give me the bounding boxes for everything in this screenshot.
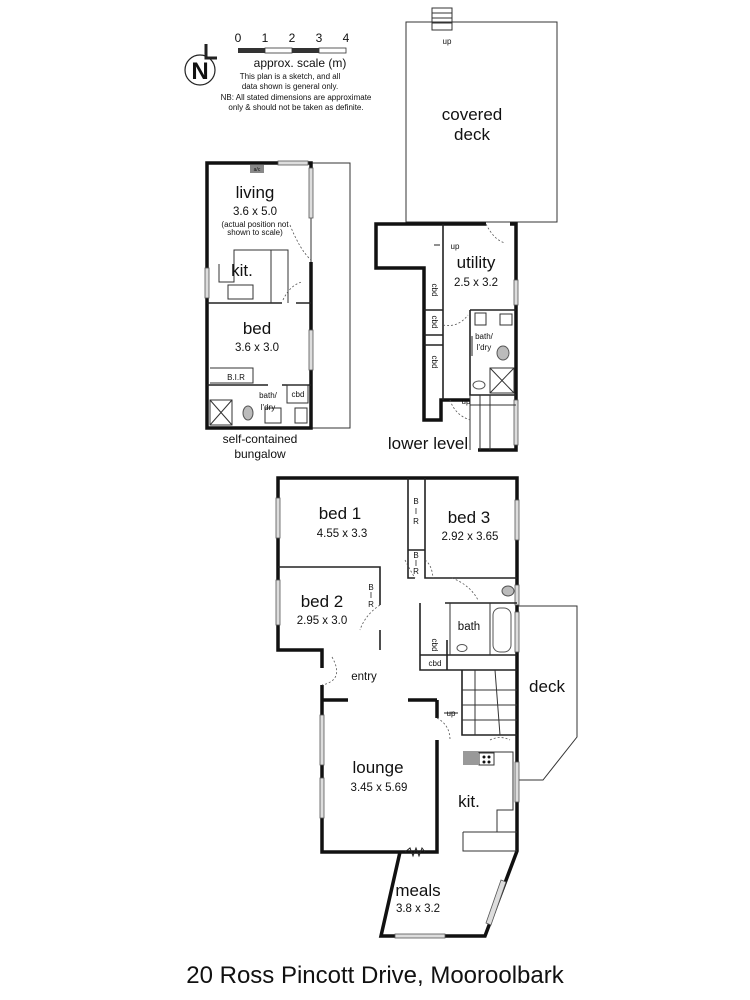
room-label-living: living: [236, 183, 275, 202]
lower-level-plan: up covered deck up up utility 2.5 x 3.2 …: [374, 7, 558, 453]
svg-text:R: R: [368, 600, 374, 609]
room-label-bath: l'dry: [261, 403, 275, 412]
north-arrow-icon: N: [184, 44, 217, 86]
room-label-entry: entry: [351, 671, 377, 683]
cbd-label: cbd: [430, 284, 439, 297]
up-label: up: [447, 709, 456, 718]
bir-label: B I R B I R B I R: [368, 497, 419, 609]
room-label-bath: bath: [458, 621, 480, 633]
room-dim-bed2: 2.95 x 3.0: [297, 615, 348, 627]
room-label-kitchen: kit.: [458, 792, 480, 811]
room-label-lounge: lounge: [352, 758, 403, 777]
scale-tick: 1: [262, 31, 269, 45]
room-dim-living: 3.6 x 5.0: [233, 206, 277, 218]
svg-text:I: I: [415, 507, 417, 516]
room-label-kitchen: kit.: [231, 261, 253, 280]
north-label: N: [191, 58, 208, 85]
room-label-deck: deck: [529, 677, 565, 696]
scale-bar: 0 1 2 3 4 approx. scale (m) This plan is…: [221, 31, 372, 112]
cbd-label: cbd: [292, 390, 305, 399]
svg-text:I: I: [370, 591, 372, 600]
svg-text:R: R: [413, 517, 419, 526]
room-label-meals: meals: [395, 881, 440, 900]
room-dim-bed: 3.6 x 3.0: [235, 342, 279, 354]
cbd-label: cbd: [430, 639, 439, 652]
plan-note: only & should not be taken as definite.: [228, 103, 363, 112]
scale-tick: 2: [289, 31, 296, 45]
room-label-bath: bath/: [259, 391, 278, 400]
cbd-label: cbd: [429, 659, 442, 668]
room-label-bed3: bed 3: [448, 508, 491, 527]
scale-label: approx. scale (m): [254, 56, 347, 70]
plan-title: 20 Ross Pincott Drive, Mooroolbark: [186, 962, 564, 989]
room-dim-meals: 3.8 x 3.2: [396, 903, 440, 915]
room-dim-bed3: 2.92 x 3.65: [442, 531, 499, 543]
main-level-plan: bed 1 4.55 x 3.3 bed 3 2.92 x 3.65 bed 2…: [275, 476, 578, 939]
bungalow-plan: a/c living 3.6 x 5.0 (actual position no…: [204, 160, 351, 461]
up-label: up: [451, 242, 460, 251]
bungalow-caption: bungalow: [234, 447, 286, 461]
scale-tick: 0: [235, 31, 242, 45]
plan-note: data shown is general only.: [242, 82, 338, 91]
room-label-bath: bath/: [475, 332, 494, 341]
room-dim-lounge: 3.45 x 5.69: [351, 782, 408, 794]
svg-text:B: B: [368, 583, 373, 592]
room-label-utility: utility: [457, 253, 496, 272]
svg-text:B: B: [413, 551, 418, 560]
room-label-bed: bed: [243, 319, 271, 338]
lower-level-caption: lower level: [388, 434, 468, 453]
svg-text:B: B: [413, 497, 418, 506]
bungalow-caption: self-contained: [223, 432, 298, 446]
plan-note: NB: All stated dimensions are approximat…: [221, 93, 372, 102]
room-label-bed1: bed 1: [319, 504, 362, 523]
room-note: (actual position not: [221, 220, 289, 229]
ac-label: a/c: [254, 167, 261, 173]
room-label-bed2: bed 2: [301, 592, 344, 611]
svg-text:R: R: [413, 567, 419, 576]
svg-text:I: I: [415, 559, 417, 568]
cbd-label: cbd: [430, 316, 439, 329]
scale-tick: 4: [343, 31, 350, 45]
room-dim-bed1: 4.55 x 3.3: [317, 528, 368, 540]
bir-label: B.I.R: [227, 373, 245, 382]
plan-note: This plan is a sketch, and all: [240, 72, 341, 81]
room-label-covered-deck: covered: [442, 105, 502, 124]
up-label: up: [462, 397, 471, 406]
room-dim-utility: 2.5 x 3.2: [454, 277, 498, 289]
scale-tick: 3: [316, 31, 323, 45]
cbd-label: cbd: [430, 356, 439, 369]
room-label-bath: l'dry: [477, 343, 491, 352]
up-label: up: [443, 37, 452, 46]
room-note: shown to scale): [227, 228, 283, 237]
room-label-covered-deck: deck: [454, 125, 490, 144]
